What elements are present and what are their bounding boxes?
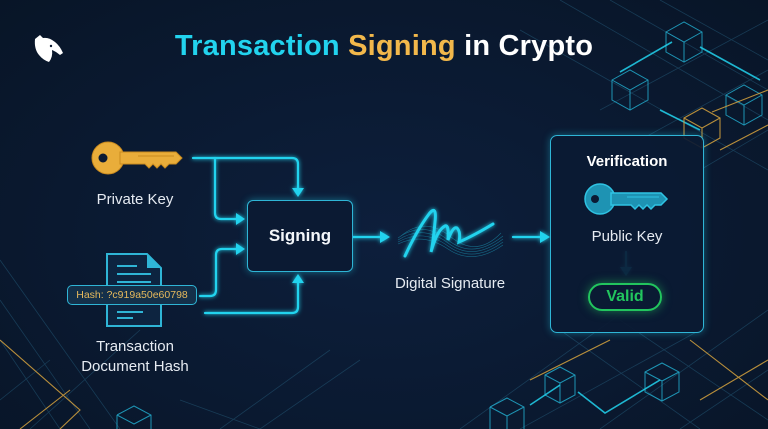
digital-signature-label: Digital Signature bbox=[394, 275, 506, 292]
verification-panel: Verification Public Key Valid bbox=[550, 135, 704, 333]
public-key-icon bbox=[584, 183, 669, 215]
signature-icon bbox=[397, 208, 504, 258]
hash-badge: Hash: ?c919a50e60798 bbox=[67, 285, 197, 305]
signing-label: Signing bbox=[268, 226, 332, 245]
document-label: Transaction Document Hash bbox=[60, 337, 210, 377]
valid-status-badge: Valid bbox=[588, 283, 662, 311]
title-part-transaction: Transaction bbox=[174, 30, 340, 62]
document-label-line1: Transaction bbox=[96, 338, 174, 355]
private-key-label: Private Key bbox=[96, 191, 174, 208]
signing-box: Signing bbox=[247, 200, 353, 272]
title-part-signing: Signing bbox=[348, 30, 456, 62]
document-label-line2: Document Hash bbox=[81, 358, 189, 375]
private-key-icon bbox=[91, 141, 183, 175]
public-key-label: Public Key bbox=[591, 228, 663, 245]
verification-title: Verification bbox=[586, 153, 668, 170]
title-part-crypto: in Crypto bbox=[464, 30, 594, 62]
page-title: Transaction Signing in Crypto bbox=[0, 30, 768, 63]
anteater-icon bbox=[34, 35, 63, 62]
